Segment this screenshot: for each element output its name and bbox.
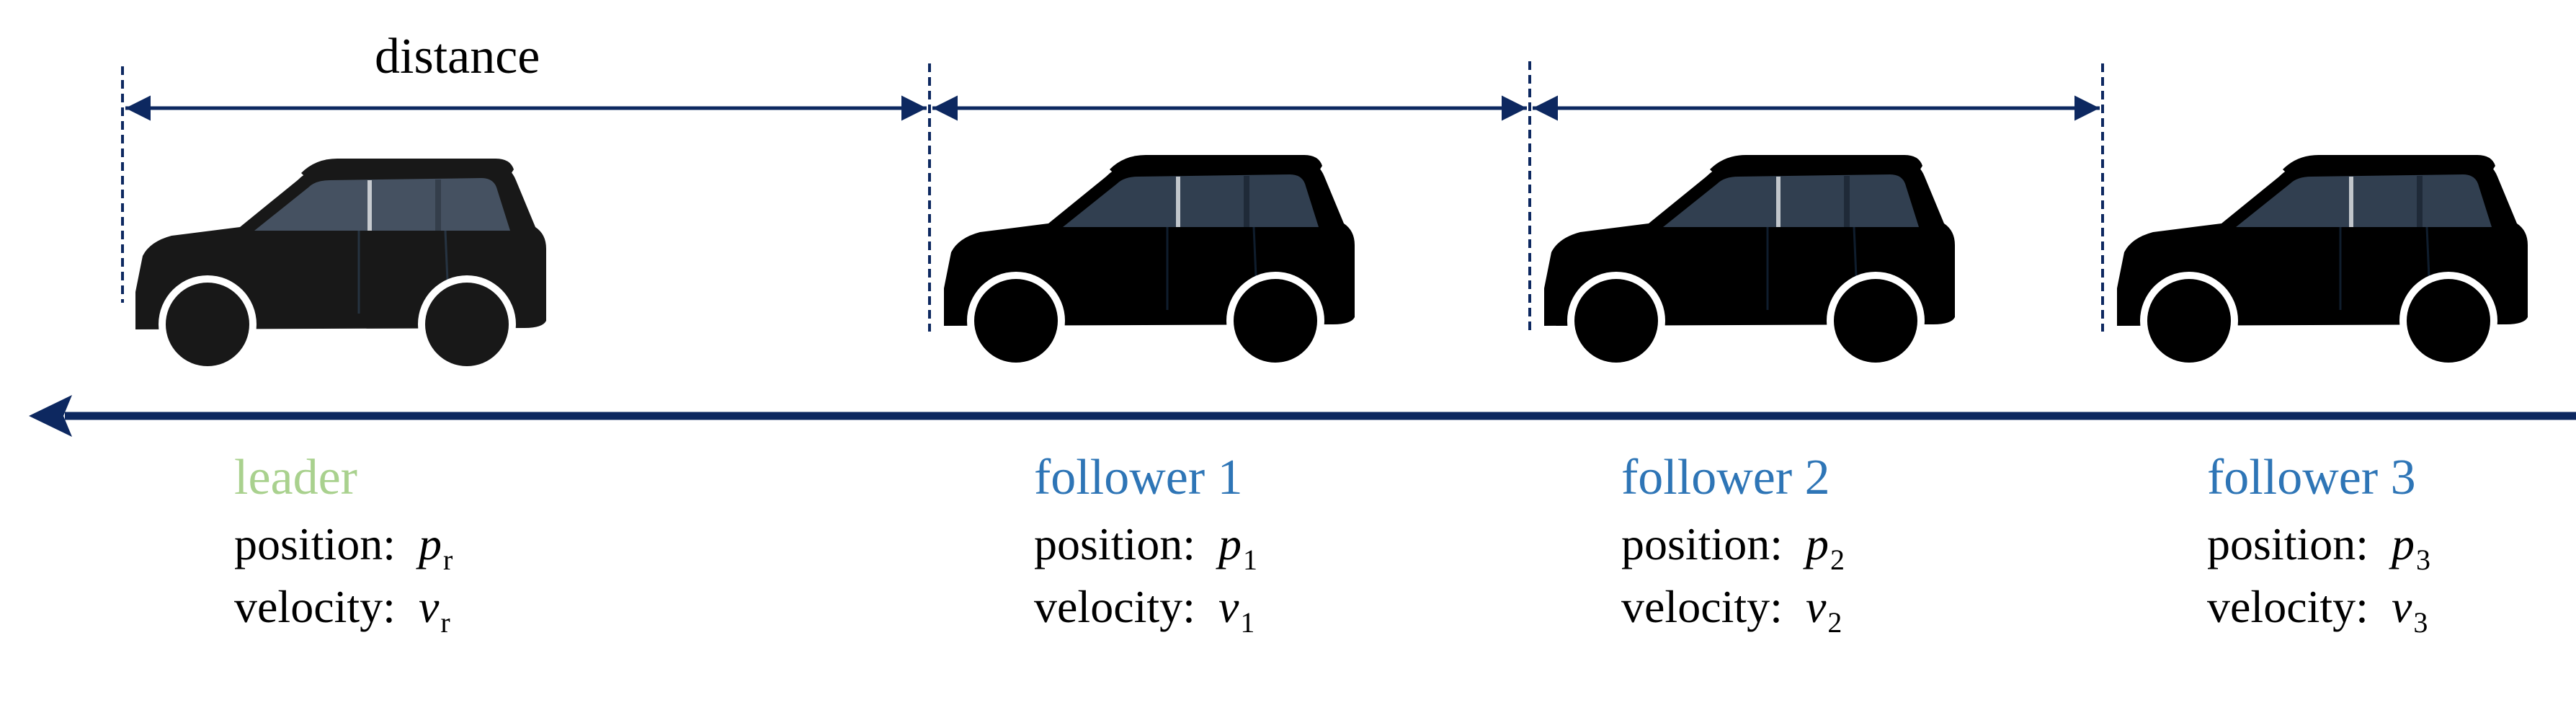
position-label: position: <box>2207 518 2369 569</box>
follower-1-car <box>944 155 1355 370</box>
follower-2-position: position: p2 <box>1621 521 1845 575</box>
velocity-label: velocity: <box>234 581 396 632</box>
follower-2-velocity-subscript: 2 <box>1827 606 1842 639</box>
follower-1-velocity: velocity: v1 <box>1034 584 1254 637</box>
position-label: position: <box>234 518 396 569</box>
follower-2-position-symbol: p <box>1806 518 1830 569</box>
leader-title: leader <box>234 450 357 505</box>
distance-label: distance <box>375 29 540 84</box>
follower-2-title: follower 2 <box>1621 450 1830 505</box>
leader-velocity: velocity: vr <box>234 584 450 637</box>
leader-position: position: pr <box>234 521 453 575</box>
follower-2-velocity: velocity: v2 <box>1621 584 1842 637</box>
leader-car: #leaderCar .car-body{fill:#9fca83;} #lea… <box>135 159 546 373</box>
velocity-label: velocity: <box>1034 581 1195 632</box>
follower-1-velocity-symbol: v <box>1218 581 1239 632</box>
velocity-label: velocity: <box>1621 581 1783 632</box>
leader-position-subscript: r <box>443 544 453 576</box>
leader-velocity-subscript: r <box>440 606 450 639</box>
follower-1-position: position: p1 <box>1034 521 1257 575</box>
follower-2-velocity-symbol: v <box>1805 581 1827 632</box>
follower-1-position-subscript: 1 <box>1243 544 1258 576</box>
follower-1-title: follower 1 <box>1034 450 1243 505</box>
follower-1-position-symbol: p <box>1218 518 1242 569</box>
distance-markers <box>121 61 2104 332</box>
follower-1-velocity-subscript: 1 <box>1240 606 1255 639</box>
follower-3-position-symbol: p <box>2392 518 2415 569</box>
position-label: position: <box>1034 518 1196 569</box>
velocity-label: velocity: <box>2207 581 2368 632</box>
follower-3-velocity-symbol: v <box>2391 581 2412 632</box>
follower-3-position: position: p3 <box>2207 521 2430 575</box>
follower-2-position-subscript: 2 <box>1830 544 1845 576</box>
follower-3-position-subscript: 3 <box>2416 544 2431 576</box>
follower-3-title: follower 3 <box>2207 450 2416 505</box>
leader-velocity-symbol: v <box>418 581 440 632</box>
leader-position-symbol: p <box>419 518 442 569</box>
follower-3-velocity-subscript: 3 <box>2413 606 2428 639</box>
position-label: position: <box>1621 518 1783 569</box>
direction-arrow <box>29 395 2576 437</box>
follower-3-car <box>2117 155 2528 370</box>
follower-3-velocity: velocity: v3 <box>2207 584 2428 637</box>
follower-2-car <box>1544 155 1955 370</box>
